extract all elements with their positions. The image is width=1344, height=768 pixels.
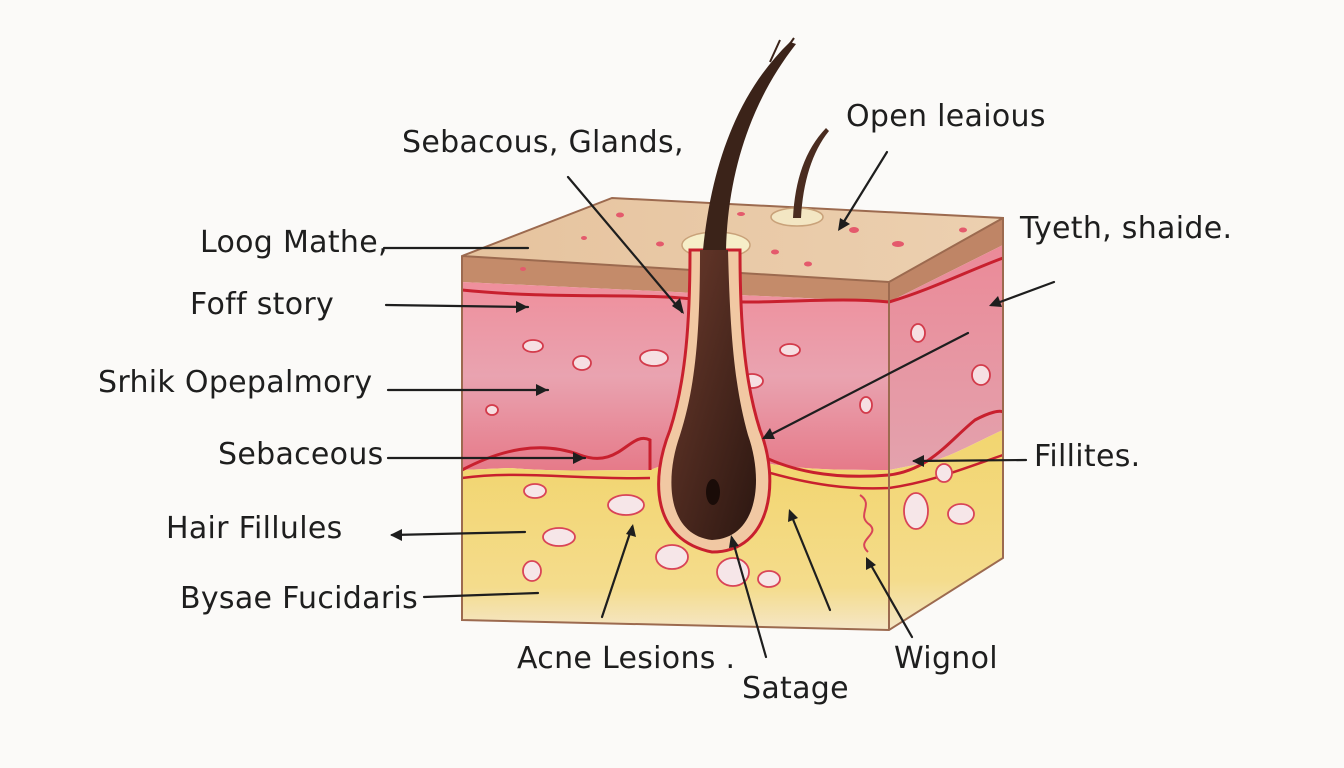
dermal-papilla (706, 479, 720, 505)
label-wignol: Wignol (894, 641, 998, 676)
label-tyeth-shaide: Tyeth, shaide. (1020, 211, 1233, 246)
hair-bulb (671, 250, 757, 540)
label-acne-lesions: Acne Lesions . (517, 641, 736, 676)
block-outline (461, 196, 1004, 632)
label-sebaceous: Sebaceous (218, 437, 384, 472)
fat-vessel (859, 494, 874, 553)
label-loog-mathe: Loog Mathe, (200, 225, 388, 260)
fat-front (462, 457, 889, 630)
label-sebacous-glands: Sebacous, Glands, (402, 125, 684, 160)
dermis-upper-border (461, 256, 1004, 304)
label-open-leaious: Open leaious (846, 99, 1046, 134)
epidermis-front (462, 256, 889, 302)
label-satage: Satage (742, 671, 849, 706)
surface-pores (520, 212, 967, 271)
label-fillites: Fillites. (1034, 439, 1141, 474)
dermis-front (462, 282, 889, 471)
epidermis-side (889, 218, 1003, 302)
label-foff-story: Foff story (190, 287, 335, 322)
dermis-side (889, 245, 1003, 470)
pointer-lines (382, 150, 1056, 659)
hair-tip-strands (769, 37, 795, 63)
pointer-arrowheads (390, 218, 1002, 570)
hair-shaft (703, 42, 796, 250)
fat-side (889, 430, 1003, 630)
small-hair (793, 128, 829, 218)
label-srhik-opepalmory: Srhik Opepalmory (98, 365, 373, 400)
fat-cells (522, 463, 975, 588)
label-hair-fillules: Hair Fillules (166, 511, 343, 546)
label-bysae-fucidaris: Bysae Fucidaris (180, 581, 419, 616)
